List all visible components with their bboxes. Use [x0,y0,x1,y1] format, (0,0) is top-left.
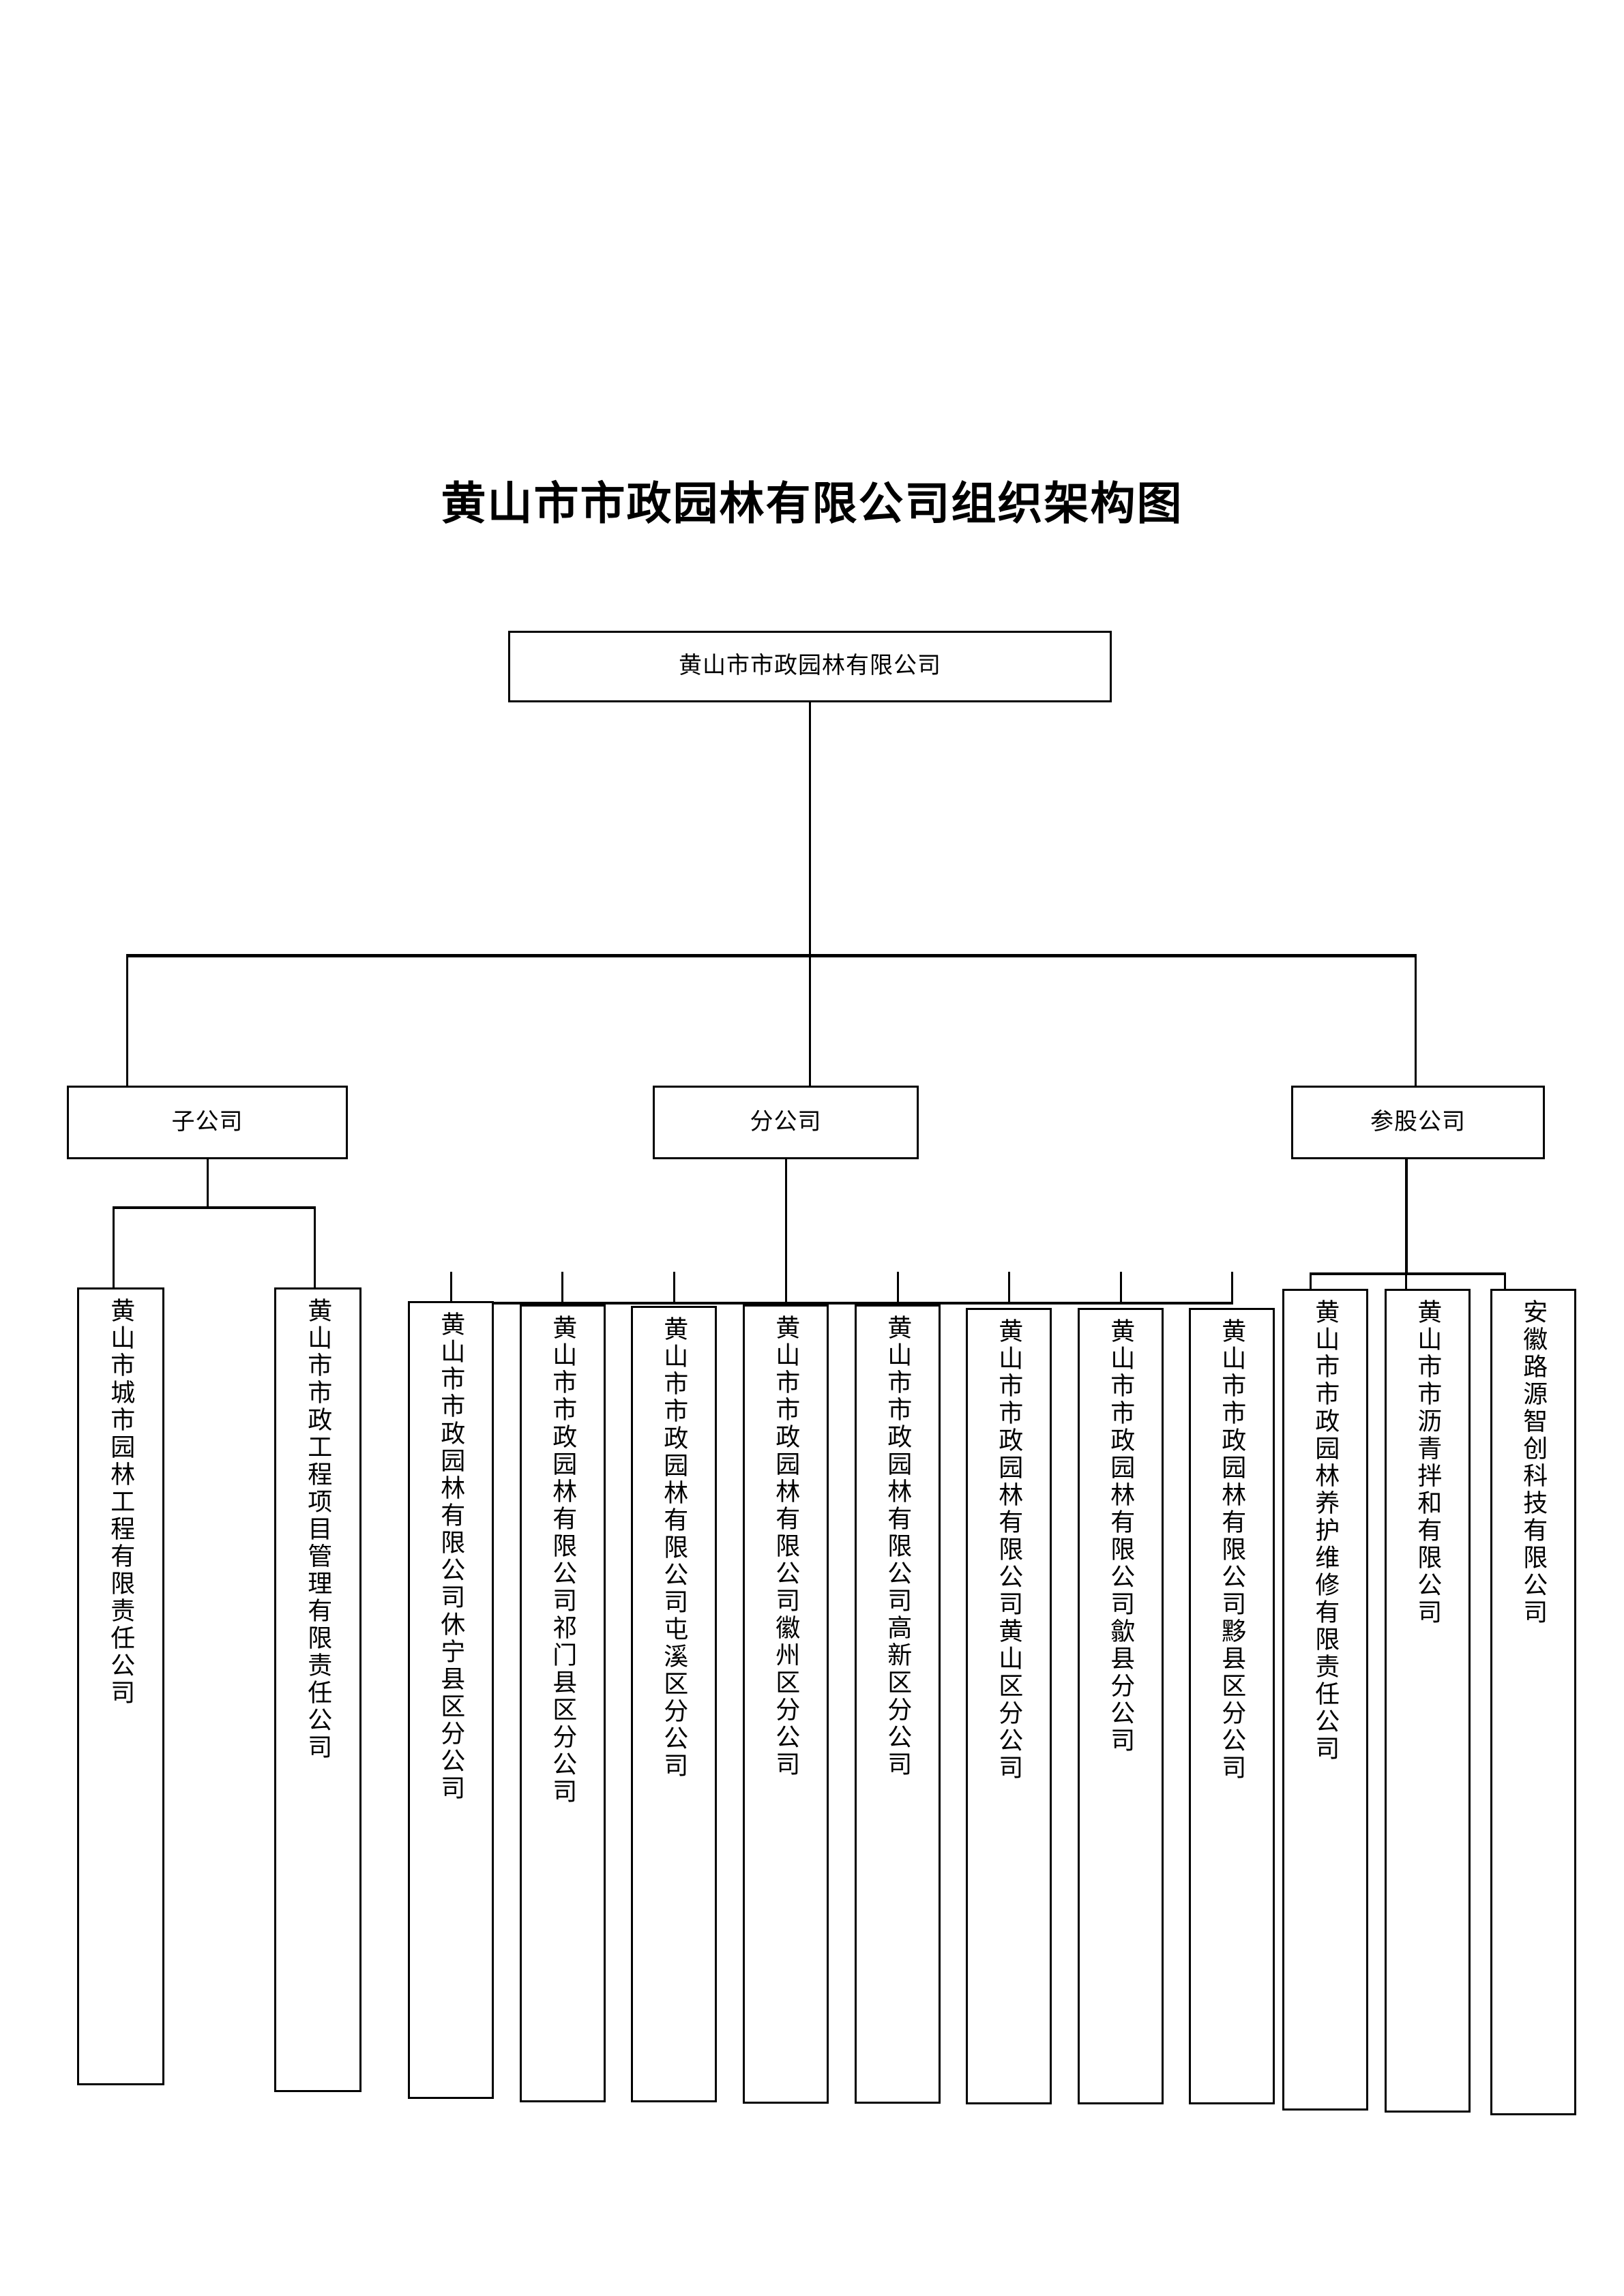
leaf-node-subsidiary-2[interactable]: 黄山市市政工程项目管理有限责任公司 [274,1287,361,2092]
connector-drop-subsidiaries [126,954,128,1087]
connector-branches-stem [785,1159,787,1304]
connector-subsidiary-drop-1 [113,1206,115,1292]
connector-affiliates-stem [1405,1159,1408,1274]
leaf-label-affiliate-3: 安徽路源智创科技有限公司 [1520,1299,1548,1626]
leaf-label-branch-8: 黄山市市政园林有限公司黟县区分公司 [1218,1318,1246,1782]
connector-affiliate-drop-2 [1405,1272,1407,1292]
leaf-node-branch-4[interactable]: 黄山市市政园林有限公司徽州区分公司 [743,1304,829,2104]
connector-branch-drop-5 [897,1272,899,1304]
connector-main-bus [126,954,1417,957]
connector-subsidiary-drop-2 [314,1206,316,1292]
leaf-label-affiliate-2: 黄山市市沥青拌和有限公司 [1414,1299,1442,1626]
category-label-affiliates: 参股公司 [1370,1109,1466,1135]
connector-subsidiaries-stem [207,1159,209,1208]
leaf-node-branch-2[interactable]: 黄山市市政园林有限公司祁门县区分公司 [520,1304,606,2102]
connector-branch-drop-8 [1231,1272,1233,1304]
leaf-node-branch-7[interactable]: 黄山市市政园林有限公司歙县分公司 [1078,1308,1164,2104]
leaf-node-affiliate-2[interactable]: 黄山市市沥青拌和有限公司 [1385,1289,1471,2113]
leaf-label-branch-7: 黄山市市政园林有限公司歙县分公司 [1107,1318,1135,1755]
leaf-node-branch-1[interactable]: 黄山市市政园林有限公司休宁县区分公司 [408,1301,494,2099]
category-label-branches: 分公司 [750,1109,822,1135]
leaf-node-branch-3[interactable]: 黄山市市政园林有限公司屯溪区分公司 [631,1306,717,2102]
connector-branch-drop-4 [785,1272,787,1304]
leaf-node-subsidiary-1[interactable]: 黄山市城市园林工程有限责任公司 [77,1287,164,2085]
leaf-node-branch-8[interactable]: 黄山市市政园林有限公司黟县区分公司 [1189,1308,1275,2104]
connector-root-stem [809,702,811,956]
category-node-affiliates[interactable]: 参股公司 [1291,1086,1545,1159]
connector-drop-branches [809,954,811,1087]
page-title: 黄山市市政园林有限公司组织架构图 [441,479,1183,529]
connector-subsidiaries-bus [113,1206,316,1209]
connector-drop-affiliates [1415,954,1417,1087]
leaf-node-affiliate-3[interactable]: 安徽路源智创科技有限公司 [1490,1289,1576,2115]
connector-branch-drop-1 [450,1272,452,1304]
category-node-branches[interactable]: 分公司 [653,1086,919,1159]
leaf-label-subsidiary-2: 黄山市市政工程项目管理有限责任公司 [304,1298,332,1761]
connector-branches-bus [450,1302,1232,1304]
leaf-label-branch-2: 黄山市市政园林有限公司祁门县区分公司 [549,1315,577,1806]
leaf-label-branch-4: 黄山市市政园林有限公司徽州区分公司 [772,1315,800,1778]
leaf-node-affiliate-1[interactable]: 黄山市市政园林养护维修有限责任公司 [1282,1289,1368,2111]
leaf-label-branch-1: 黄山市市政园林有限公司休宁县区分公司 [437,1311,465,1802]
connector-affiliate-drop-1 [1310,1272,1312,1292]
leaf-label-branch-3: 黄山市市政园林有限公司屯溪区分公司 [660,1316,688,1780]
category-label-subsidiaries: 子公司 [171,1109,243,1135]
leaf-label-affiliate-1: 黄山市市政园林养护维修有限责任公司 [1312,1299,1340,1763]
connector-affiliates-bus [1310,1272,1506,1275]
category-node-subsidiaries[interactable]: 子公司 [67,1086,348,1159]
connector-branch-drop-2 [561,1272,563,1304]
connector-branch-drop-6 [1008,1272,1010,1304]
leaf-label-branch-6: 黄山市市政园林有限公司黄山区分公司 [995,1318,1023,1782]
leaf-label-branch-5: 黄山市市政园林有限公司高新区分公司 [884,1315,912,1778]
root-node-label: 黄山市市政园林有限公司 [679,653,941,679]
connector-branch-drop-7 [1120,1272,1122,1304]
connector-branch-drop-3 [673,1272,675,1304]
leaf-node-branch-6[interactable]: 黄山市市政园林有限公司黄山区分公司 [966,1308,1052,2104]
connector-affiliate-drop-3 [1504,1272,1506,1292]
root-node-company[interactable]: 黄山市市政园林有限公司 [508,631,1112,702]
leaf-label-subsidiary-1: 黄山市城市园林工程有限责任公司 [107,1298,135,1707]
leaf-node-branch-5[interactable]: 黄山市市政园林有限公司高新区分公司 [855,1304,941,2104]
